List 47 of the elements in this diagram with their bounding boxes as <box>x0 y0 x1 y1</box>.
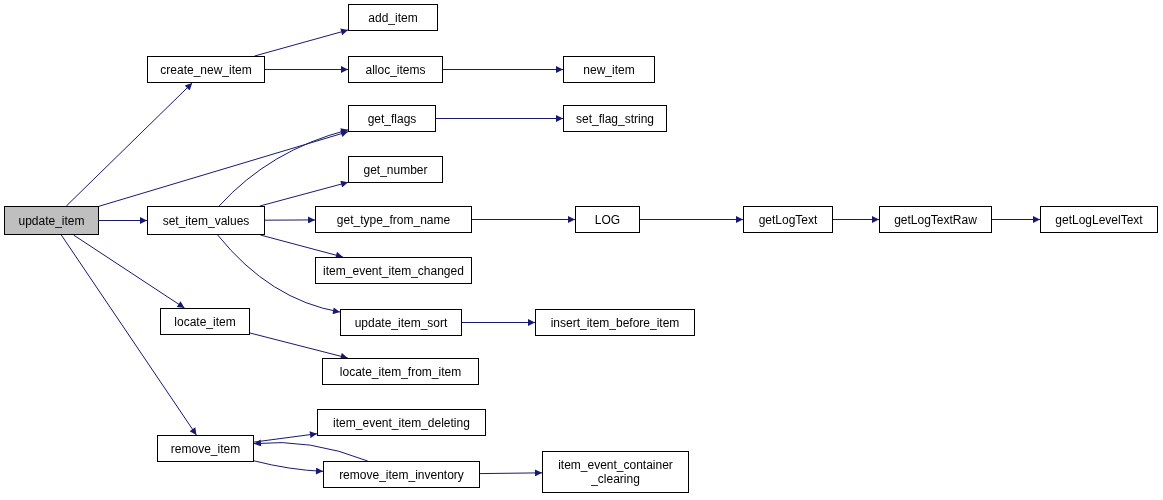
arrow <box>461 319 536 326</box>
arrow <box>60 234 197 436</box>
function-box: insert_item_before_item <box>535 309 695 336</box>
function-box: remove_item_inventory <box>323 461 480 488</box>
function-box: alloc_items <box>348 56 443 83</box>
arrow <box>65 82 193 207</box>
function-box: set_item_values <box>147 206 265 235</box>
arrow <box>639 216 744 223</box>
function-box: LOG <box>575 206 640 233</box>
function-box: get_type_from_name <box>315 206 472 233</box>
arrow <box>259 180 349 207</box>
arrow <box>217 234 341 315</box>
function-box: locate_item_from_item <box>322 358 479 385</box>
arrow <box>218 128 349 207</box>
arrow <box>253 460 324 475</box>
arrow <box>253 439 369 462</box>
function-box: item_event_item_changed <box>315 257 472 284</box>
arrow <box>442 66 564 73</box>
function-box: item_event_item_deleting <box>317 409 486 436</box>
arrow <box>253 431 318 443</box>
arrow <box>832 216 880 223</box>
arrow <box>249 332 349 360</box>
arrow <box>98 217 148 224</box>
function-box: get_flags <box>348 105 436 132</box>
arrow <box>254 28 349 57</box>
function-box: getLogText <box>743 206 833 233</box>
arrow <box>471 216 576 223</box>
arrow <box>98 130 349 207</box>
function-box: set_flag_string <box>563 105 667 132</box>
function-box: getLogLevelText <box>1040 206 1158 233</box>
function-box: getLogTextRaw <box>879 206 992 233</box>
arrow <box>479 469 543 477</box>
arrow <box>259 234 344 259</box>
arrow <box>264 66 349 73</box>
function-box: locate_item <box>160 308 250 335</box>
function-box: remove_item <box>157 435 254 462</box>
function-box: item_event_container _clearing <box>542 451 689 493</box>
arrow <box>264 216 316 224</box>
function-box: update_item_sort <box>340 309 462 336</box>
arrow <box>73 234 185 309</box>
function-box: add_item <box>348 4 438 31</box>
arrow <box>435 115 564 122</box>
function-box: get_number <box>348 156 443 183</box>
highlighted-function-box: update_item <box>4 206 99 235</box>
arrow <box>991 216 1041 223</box>
function-box: new_item <box>563 56 655 83</box>
function-box: create_new_item <box>147 56 265 83</box>
